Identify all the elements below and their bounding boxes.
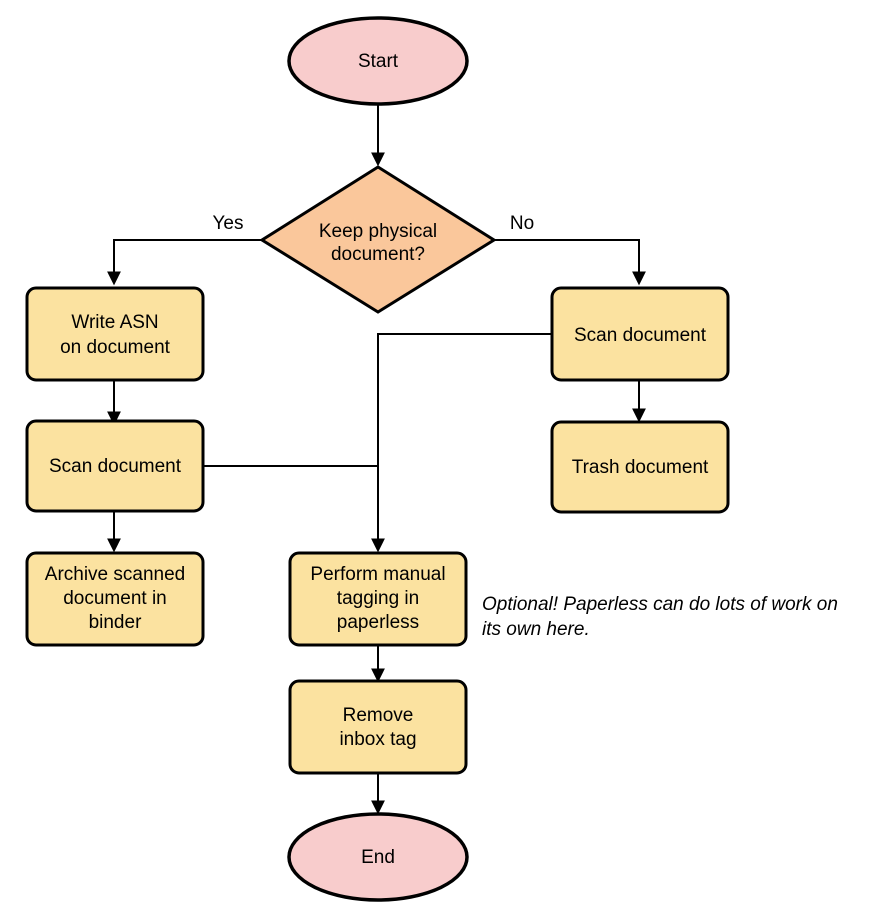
annotation-optional-note: Optional! Paperless can do lots of work … — [482, 594, 838, 640]
scan-document-right-box[interactable] — [550, 286, 730, 382]
end-ellipse[interactable] — [287, 812, 469, 902]
archive-label-line2: document in — [63, 588, 167, 609]
node-remove-inbox-tag[interactable]: Remove inbox tag — [288, 679, 468, 775]
node-perform-manual-tagging[interactable]: Perform manual tagging in paperless — [288, 551, 468, 647]
trash-document-box[interactable] — [550, 420, 730, 514]
remove-inbox-label-line2: inbox tag — [339, 729, 416, 750]
scan-document-right-label: Scan document — [574, 325, 707, 346]
edge-label-layer: Yes No — [213, 213, 535, 234]
start-ellipse[interactable] — [287, 16, 469, 106]
optional-note-line1: Optional! Paperless can do lots of work … — [482, 594, 838, 615]
archive-box[interactable] — [25, 551, 205, 647]
scan-document-left-box[interactable] — [25, 419, 205, 513]
node-scan-document-right[interactable]: Scan document — [550, 286, 730, 382]
node-write-asn-on-document[interactable]: Write ASN on document — [25, 286, 205, 382]
decision-diamond[interactable] — [259, 165, 497, 314]
edge-decision-yes-to-write-asn — [107, 239, 263, 286]
edge-label-no: No — [510, 213, 534, 234]
scan-document-left-label: Scan document — [49, 456, 182, 477]
edge-decision-no-to-scan-right — [493, 239, 646, 286]
remove-inbox-tag-box[interactable] — [288, 679, 468, 775]
start-label: Start — [358, 51, 399, 72]
write-asn-label-line2: on document — [60, 337, 171, 358]
node-trash-document[interactable]: Trash document — [550, 420, 730, 514]
optional-note-line2: its own here. — [482, 619, 590, 640]
edge-scan-right-to-tagging — [371, 333, 552, 553]
node-scan-document-left[interactable]: Scan document — [25, 419, 205, 513]
tagging-label-line2: tagging in — [337, 588, 419, 609]
decision-label-line1: Keep physical — [319, 221, 437, 242]
node-start[interactable]: Start — [287, 16, 469, 106]
node-end[interactable]: End — [287, 812, 469, 902]
archive-label-line1: Archive scanned — [45, 564, 185, 585]
tagging-box[interactable] — [288, 551, 468, 647]
tagging-label-line3: paperless — [337, 612, 419, 633]
trash-document-label: Trash document — [572, 457, 709, 478]
end-label: End — [361, 847, 395, 868]
tagging-label-line1: Perform manual — [310, 564, 445, 585]
node-decision-keep-physical-document[interactable]: Keep physical document? — [259, 165, 497, 314]
write-asn-label-line1: Write ASN — [71, 312, 158, 333]
edge-label-yes: Yes — [213, 213, 244, 234]
decision-label-line2: document? — [331, 244, 425, 265]
node-archive-scanned-document[interactable]: Archive scanned document in binder — [25, 551, 205, 647]
edge-layer — [107, 103, 646, 815]
write-asn-box[interactable] — [25, 286, 205, 382]
archive-label-line3: binder — [89, 612, 142, 633]
remove-inbox-label-line1: Remove — [343, 705, 414, 726]
